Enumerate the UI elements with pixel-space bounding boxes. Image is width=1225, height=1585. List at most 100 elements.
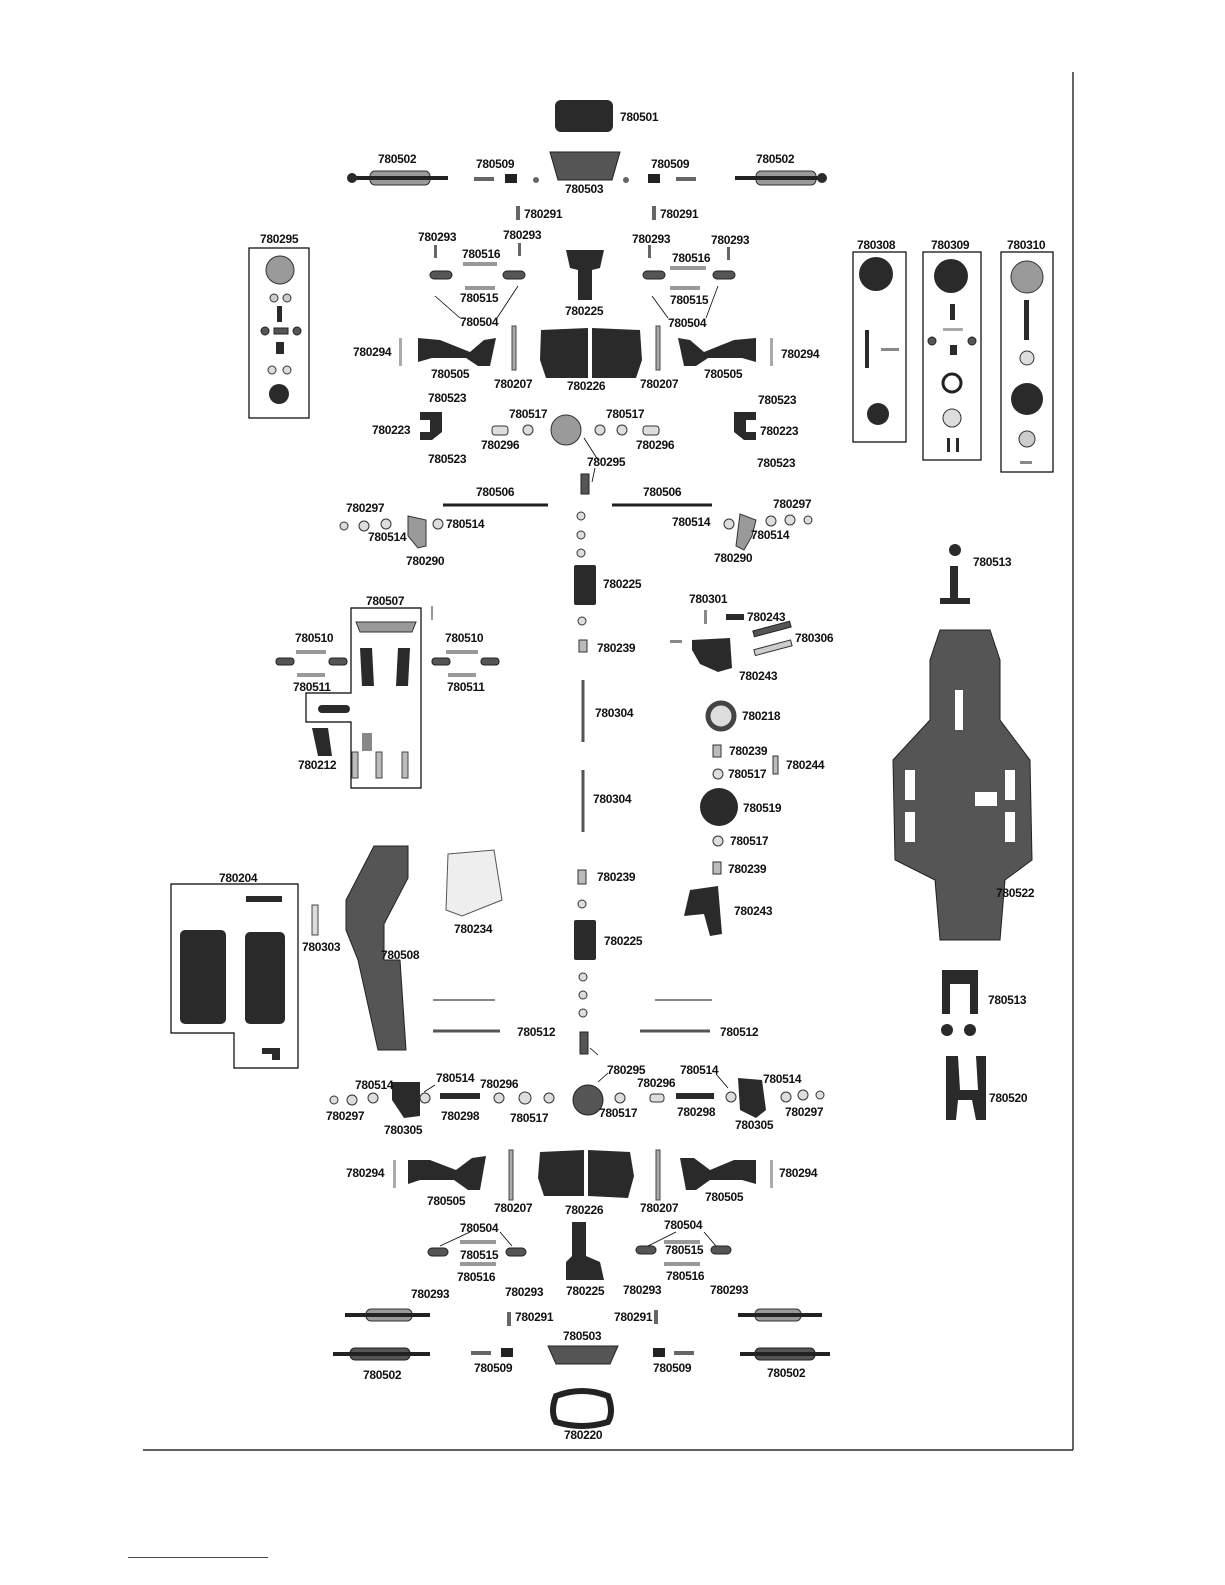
part-number-label: 780519 — [743, 801, 782, 815]
bearings-front-icon — [491, 424, 660, 436]
part-number-label: 780517 — [509, 407, 548, 421]
rear-hubs-icon — [392, 1078, 766, 1118]
part-number-label: 780514 — [446, 517, 485, 531]
rod-end-rear-icon — [427, 1240, 732, 1266]
part-number-label: 780516 — [457, 1270, 496, 1284]
part-number-label: 780293 — [632, 232, 671, 246]
chassis-cutouts-icon — [905, 690, 1015, 842]
part-number-label: 780225 — [603, 577, 642, 591]
part-number-label: 780504 — [664, 1218, 703, 1232]
antenna-mount-780513-top-icon — [940, 544, 970, 604]
part-number-label: 780296 — [636, 438, 675, 452]
part-number-label: 780293 — [505, 1285, 544, 1299]
shock-tower-rear-icon — [547, 1345, 619, 1365]
part-number-label: 780515 — [460, 291, 499, 305]
part-number-label: 780523 — [428, 391, 467, 405]
bearing-center-lower-icon — [577, 899, 587, 909]
diff-shaft-rear-icon — [579, 1031, 589, 1055]
part-number-label: 780510 — [445, 631, 484, 645]
part-number-label: 780514 — [672, 515, 711, 529]
kit-box-780507 — [305, 607, 422, 789]
steering-knuckle-left-icon — [407, 515, 427, 549]
part-number-label: 780504 — [460, 315, 499, 329]
screw-780294-rear-left-icon — [393, 1160, 396, 1188]
part-number-label: 780220 — [564, 1428, 603, 1442]
part-number-label: 780305 — [384, 1123, 423, 1137]
part-number-label: 780515 — [665, 1243, 704, 1257]
screw-780294-right-icon — [770, 338, 773, 366]
part-number-label: 780301 — [689, 592, 728, 606]
pin-780244-icon — [772, 755, 779, 775]
part-number-label: 780225 — [565, 304, 604, 318]
slipper-pad-780218-icon — [705, 700, 737, 732]
gear-kit-780295-icon — [260, 255, 302, 404]
part-number-label: 780514 — [680, 1063, 719, 1077]
hinge-pin-rear-left-icon — [508, 1149, 514, 1201]
center-column-bearings-lower-icon — [578, 972, 588, 1018]
part-number-label: 780306 — [795, 631, 834, 645]
part-number-label: 780223 — [760, 424, 799, 438]
leader-lines — [423, 285, 729, 1247]
coupler-780239-right-icon — [712, 744, 722, 758]
part-number-label: 780243 — [747, 610, 786, 624]
part-number-label: 780522 — [996, 886, 1035, 900]
rod-end-front-icon — [429, 243, 736, 290]
part-number-label: 780204 — [219, 871, 258, 885]
part-number-label: 780512 — [720, 1025, 759, 1039]
part-number-label: 780516 — [462, 247, 501, 261]
part-number-label: 780294 — [353, 345, 392, 359]
steering-knuckle-right-icon — [735, 513, 757, 551]
differential-front-icon — [550, 414, 582, 446]
steering-links-icon — [275, 650, 500, 756]
hinge-pin-rear-right-icon — [655, 1149, 661, 1201]
part-number-label: 780294 — [346, 1166, 385, 1180]
part-number-label: 780505 — [705, 1190, 744, 1204]
part-number-label: 780305 — [735, 1118, 774, 1132]
post-780303-icon — [311, 904, 319, 936]
part-number-label: 780514 — [763, 1072, 802, 1086]
part-number-label: 780223 — [372, 423, 411, 437]
servo-saver-kit-icon — [318, 621, 417, 779]
kit-box-780308 — [852, 251, 907, 443]
hinge-pin-front-left-icon — [511, 325, 517, 371]
kit-box-780204 — [170, 883, 299, 1069]
shock-tower-front-icon — [549, 151, 621, 181]
differential-rear-icon — [572, 1084, 604, 1116]
part-number-label: 780514 — [355, 1078, 394, 1092]
part-number-label: 780207 — [640, 1201, 679, 1215]
part-number-label: 780293 — [710, 1283, 749, 1297]
part-number-label: 780244 — [786, 758, 825, 772]
screw-set-rear-icon — [471, 1310, 694, 1357]
part-number-label: 780517 — [728, 767, 767, 781]
gear-kit-780310-icon — [1010, 260, 1044, 464]
part-number-label: 780505 — [431, 367, 470, 381]
part-number-label: 780516 — [666, 1269, 705, 1283]
part-number-label: 780225 — [566, 1284, 605, 1298]
part-number-label: 780502 — [756, 152, 795, 166]
part-number-label: 780523 — [758, 393, 797, 407]
footer-link-underline — [128, 1557, 268, 1558]
part-number-label: 780304 — [593, 792, 632, 806]
side-plate-780508-icon — [345, 845, 409, 1051]
lower-arm-rear-left-icon — [408, 1156, 486, 1190]
part-number-label: 780293 — [503, 228, 542, 242]
c-hub-right-icon — [734, 412, 756, 440]
part-number-label: 780308 — [857, 238, 896, 252]
part-number-label: 780517 — [599, 1106, 638, 1120]
part-number-label: 780501 — [620, 110, 659, 124]
part-number-label: 780504 — [460, 1221, 499, 1235]
washers-front-icon — [339, 514, 813, 532]
washers-rear-icon — [329, 1089, 825, 1106]
screw-780294-rear-right-icon — [770, 1160, 773, 1188]
part-number-label: 780234 — [454, 922, 493, 936]
gearbox-front-icon — [540, 328, 642, 378]
part-number-label: 780296 — [480, 1077, 519, 1091]
part-number-label: 780207 — [494, 377, 533, 391]
part-number-label: 780296 — [637, 1076, 676, 1090]
part-number-label: 780509 — [474, 1361, 513, 1375]
part-number-label: 780510 — [295, 631, 334, 645]
part-number-label: 780517 — [606, 407, 645, 421]
lower-arm-front-right-icon — [678, 338, 756, 366]
part-number-label: 780523 — [428, 452, 467, 466]
lower-arm-front-left-icon — [418, 338, 496, 366]
